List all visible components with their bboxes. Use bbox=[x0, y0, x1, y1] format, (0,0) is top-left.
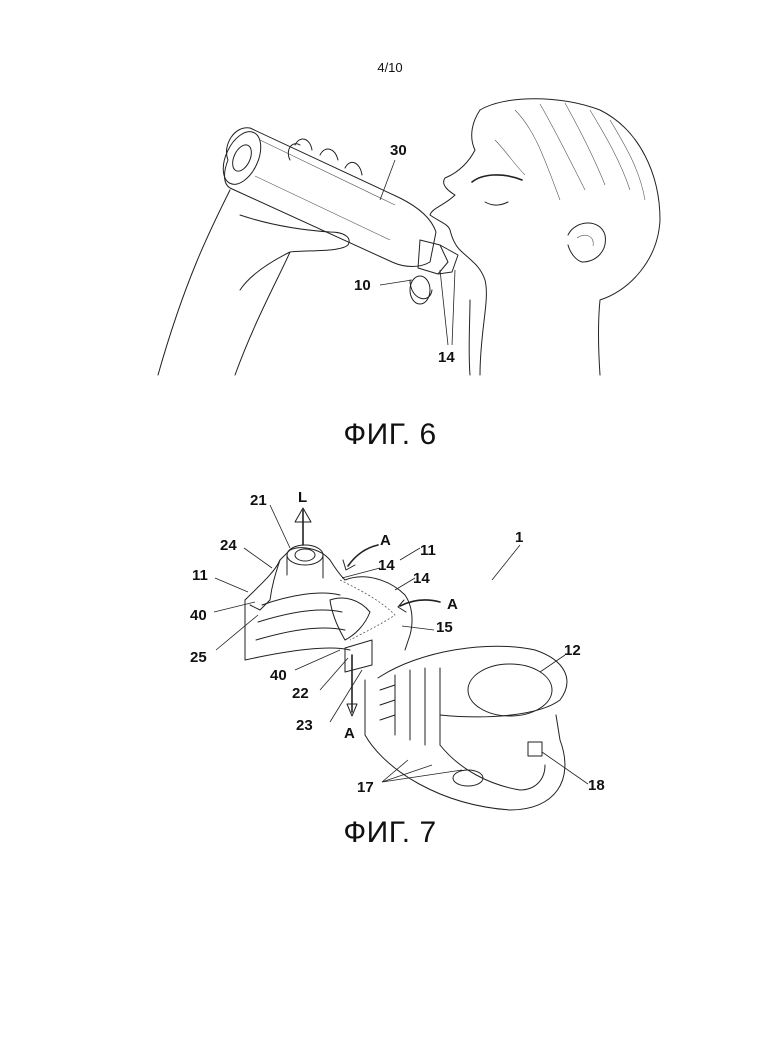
page-number: 4/10 bbox=[0, 60, 780, 75]
valve-membrane bbox=[330, 598, 370, 640]
label-14b: 14 bbox=[413, 570, 430, 587]
label-10: 10 bbox=[354, 277, 371, 294]
label-12: 12 bbox=[564, 642, 581, 659]
neck-front bbox=[469, 300, 470, 375]
label-40b: 40 bbox=[270, 667, 287, 684]
leader-30 bbox=[380, 160, 395, 200]
label-30: 30 bbox=[390, 142, 407, 159]
closed-eye bbox=[485, 202, 508, 205]
label-18: 18 bbox=[588, 777, 605, 794]
label-40a: 40 bbox=[190, 607, 207, 624]
label-A-bottom: A bbox=[344, 725, 355, 742]
label-25: 25 bbox=[190, 649, 207, 666]
label-14a: 14 bbox=[378, 557, 395, 574]
ring-22 bbox=[345, 640, 372, 672]
ribs-17 bbox=[395, 668, 440, 745]
arrow-A-top bbox=[348, 545, 378, 566]
arrow-A-right bbox=[400, 600, 440, 606]
bottle-base-inner bbox=[229, 142, 255, 174]
figure-6-drawing: 30 10 14 bbox=[0, 90, 780, 390]
label-14: 14 bbox=[438, 349, 455, 366]
label-22: 22 bbox=[292, 685, 309, 702]
label-15: 15 bbox=[436, 619, 453, 636]
label-A-top: A bbox=[380, 532, 391, 549]
cup-opening bbox=[468, 664, 552, 716]
thumb-hand bbox=[240, 215, 349, 290]
ear-inner bbox=[577, 235, 593, 246]
label-23: 23 bbox=[296, 717, 313, 734]
cup-rim bbox=[378, 646, 567, 717]
cup-drain bbox=[453, 770, 483, 786]
bottle-base bbox=[216, 126, 269, 190]
label-1: 1 bbox=[515, 529, 523, 546]
label-17: 17 bbox=[357, 779, 374, 796]
eyebrow bbox=[472, 175, 522, 182]
arm-upper-edge bbox=[158, 190, 230, 375]
cap-part-lower bbox=[410, 276, 430, 304]
label-24: 24 bbox=[220, 537, 237, 554]
fingers bbox=[288, 139, 362, 175]
face-profile bbox=[430, 110, 486, 375]
cup-inner-floor bbox=[440, 745, 545, 790]
leader-10 bbox=[380, 280, 412, 285]
ear bbox=[568, 223, 605, 262]
leader-14 bbox=[440, 270, 455, 345]
figure-7-drawing: 21 L 24 11 40 25 A 14 11 14 A 15 40 22 2… bbox=[0, 480, 780, 830]
hair-texture bbox=[495, 103, 645, 200]
label-A-right: A bbox=[447, 596, 458, 613]
head-outline bbox=[480, 99, 660, 375]
figure-7-caption: ФИГ. 7 bbox=[0, 816, 780, 850]
label-11a: 11 bbox=[192, 567, 208, 584]
arm-lower-edge bbox=[235, 252, 290, 375]
label-21: 21 bbox=[250, 492, 267, 509]
valve-dashed bbox=[340, 580, 395, 640]
label-L: L bbox=[298, 489, 307, 506]
figure-6-caption: ФИГ. 6 bbox=[0, 418, 780, 452]
label-11b: 11 bbox=[420, 542, 436, 559]
notch-18 bbox=[528, 742, 542, 756]
